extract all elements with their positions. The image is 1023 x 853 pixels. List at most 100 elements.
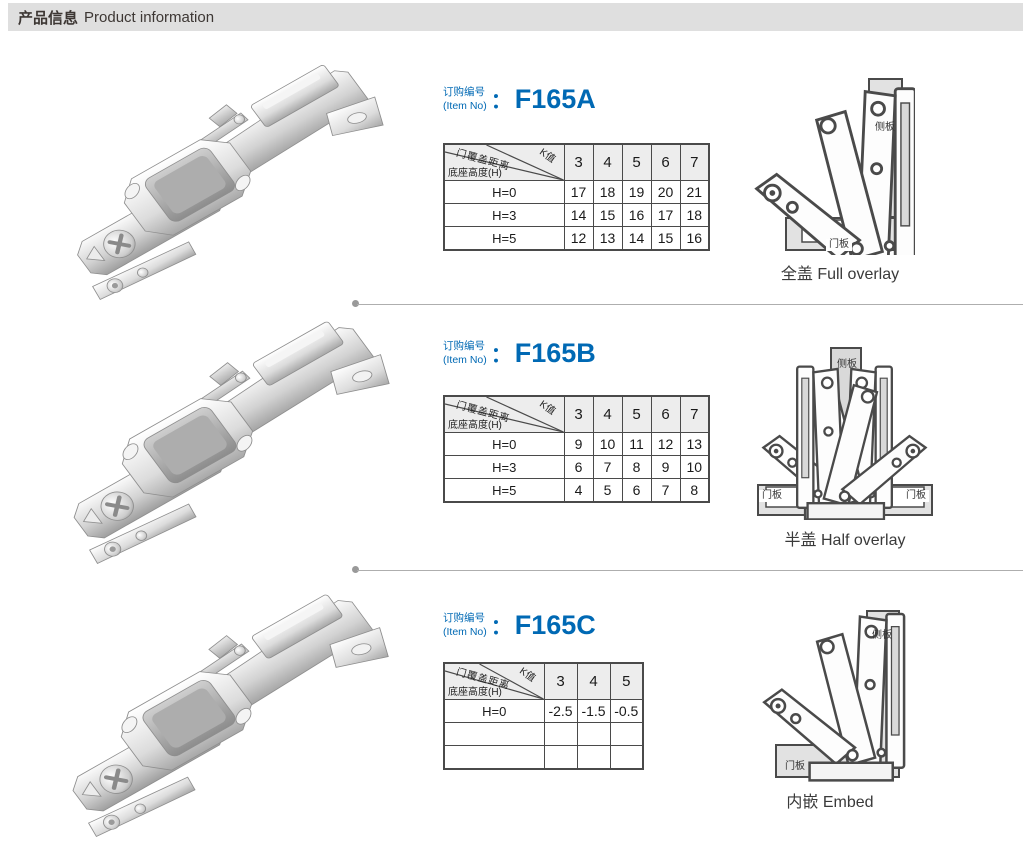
item-label-zh: 订购编号 (443, 86, 485, 99)
item-colon: ： (490, 615, 512, 639)
table-cell: 13 (679, 432, 710, 456)
table-cell: 9 (563, 432, 594, 456)
table-cell: 16 (679, 226, 710, 251)
k-value-table-f165c: K值 门覆盖距离 底座高度(H) 3 4 5 H=0 -2.5 -1.5 -0.… (443, 662, 644, 770)
table-row (443, 745, 644, 770)
page-title-zh: 产品信息 (18, 9, 79, 27)
table-cell: 4 (563, 478, 594, 503)
door-panel-label-right: 门板 (903, 490, 929, 502)
table-cell: 10 (592, 432, 623, 456)
hinge-photo-f165a (6, 44, 436, 302)
item-no-label: 订购编号 (Item No) (443, 612, 487, 638)
table-cell: 13 (592, 226, 623, 251)
table-cell: 7 (650, 478, 681, 503)
corner-base-label: 底座高度(H) (448, 420, 502, 431)
col-header: 7 (679, 395, 710, 433)
table-cell: 15 (650, 226, 681, 251)
page-title-en: Product information (84, 8, 215, 26)
door-panel-label-left: 门板 (759, 490, 785, 502)
table-cell: 5 (592, 478, 623, 503)
side-panel-label: 侧板 (872, 630, 892, 641)
col-header: 3 (543, 662, 578, 700)
item-label-en: (Item No) (443, 353, 487, 366)
door-panel-label: 门板 (826, 239, 852, 251)
item-no-label: 订购编号 (Item No) (443, 340, 487, 366)
item-colon: ： (490, 89, 512, 113)
col-header: 5 (609, 662, 644, 700)
table-cell: 8 (679, 478, 710, 503)
table-cell: 17 (650, 203, 681, 227)
item-no: F165B (514, 338, 596, 368)
item-label-en: (Item No) (443, 99, 487, 112)
table-cell: 6 (563, 455, 594, 479)
table-cell: 18 (592, 180, 623, 204)
table-corner-cell: K值 门覆盖距离 底座高度(H) (443, 395, 565, 433)
table-cell: 15 (592, 203, 623, 227)
col-header: 4 (576, 662, 611, 700)
k-value-table-f165a: K值 门覆盖距离 底座高度(H) 3 4 5 6 7 H=0 17 18 19 … (443, 143, 710, 251)
table-cell: -2.5 (543, 699, 578, 723)
table-cell: 10 (679, 455, 710, 479)
hinge-photo-f165b (6, 300, 438, 566)
table-cell (609, 722, 644, 746)
col-header: 6 (650, 395, 681, 433)
table-cell: 12 (650, 432, 681, 456)
table-cell: 17 (563, 180, 594, 204)
row-label: H=3 (443, 455, 565, 479)
table-corner-cell: K值 门覆盖距离 底座高度(H) (443, 143, 565, 181)
col-header: 3 (563, 395, 594, 433)
k-value-table-f165b: K值 门覆盖距离 底座高度(H) 3 4 5 6 7 H=0 9 10 11 1… (443, 395, 710, 503)
table-cell: 8 (621, 455, 652, 479)
caption-en: Half overlay (820, 532, 906, 549)
table-row: H=3 6 7 8 9 10 (443, 455, 710, 479)
table-row: H=3 14 15 16 17 18 (443, 203, 710, 227)
header-bar: 产品信息 Product information (8, 3, 1023, 31)
corner-base-label: 底座高度(H) (448, 687, 502, 698)
diagram-caption: 全盖 Full overlay (740, 260, 940, 284)
row-label: H=0 (443, 180, 565, 204)
table-cell: 7 (592, 455, 623, 479)
corner-base-label: 底座高度(H) (448, 168, 502, 179)
installation-diagram-full-overlay (740, 55, 915, 255)
installation-diagram-embed (740, 605, 910, 785)
table-row: H=5 12 13 14 15 16 (443, 226, 710, 251)
table-cell (609, 745, 644, 770)
side-panel-label: 侧板 (837, 359, 857, 370)
table-cell: 16 (621, 203, 652, 227)
col-header: 7 (679, 143, 710, 181)
row-label (443, 745, 545, 770)
table-cell: -1.5 (576, 699, 611, 723)
diagram-caption: 半盖 Half overlay (730, 526, 960, 550)
table-row: H=5 4 5 6 7 8 (443, 478, 710, 503)
table-cell: 14 (563, 203, 594, 227)
row-label (443, 722, 545, 746)
divider-dot (352, 566, 359, 573)
hinge-photo-f165c (6, 564, 436, 848)
table-cell: 19 (621, 180, 652, 204)
side-panel-label: 侧板 (875, 122, 895, 133)
table-cell (576, 722, 611, 746)
caption-en: Embed (822, 794, 874, 811)
item-label-zh: 订购编号 (443, 340, 485, 353)
diagram-caption: 内嵌 Embed (730, 788, 930, 812)
door-panel-label: 门板 (785, 761, 805, 772)
table-cell (543, 745, 578, 770)
table-cell: 9 (650, 455, 681, 479)
item-no-label: 订购编号 (Item No) (443, 86, 487, 112)
table-row: H=0 -2.5 -1.5 -0.5 (443, 699, 644, 723)
item-no: F165C (514, 610, 596, 640)
col-header: 4 (592, 143, 623, 181)
row-label: H=3 (443, 203, 565, 227)
table-cell: 18 (679, 203, 710, 227)
row-label: H=0 (443, 432, 565, 456)
item-no-block: 订购编号 (Item No) ： F165A (443, 84, 596, 115)
row-label: H=5 (443, 226, 565, 251)
item-label-en: (Item No) (443, 625, 487, 638)
table-cell: 14 (621, 226, 652, 251)
item-colon: ： (490, 343, 512, 367)
row-label: H=5 (443, 478, 565, 503)
divider-dot (352, 300, 359, 307)
section-divider (357, 304, 1023, 305)
table-row: H=0 17 18 19 20 21 (443, 180, 710, 204)
